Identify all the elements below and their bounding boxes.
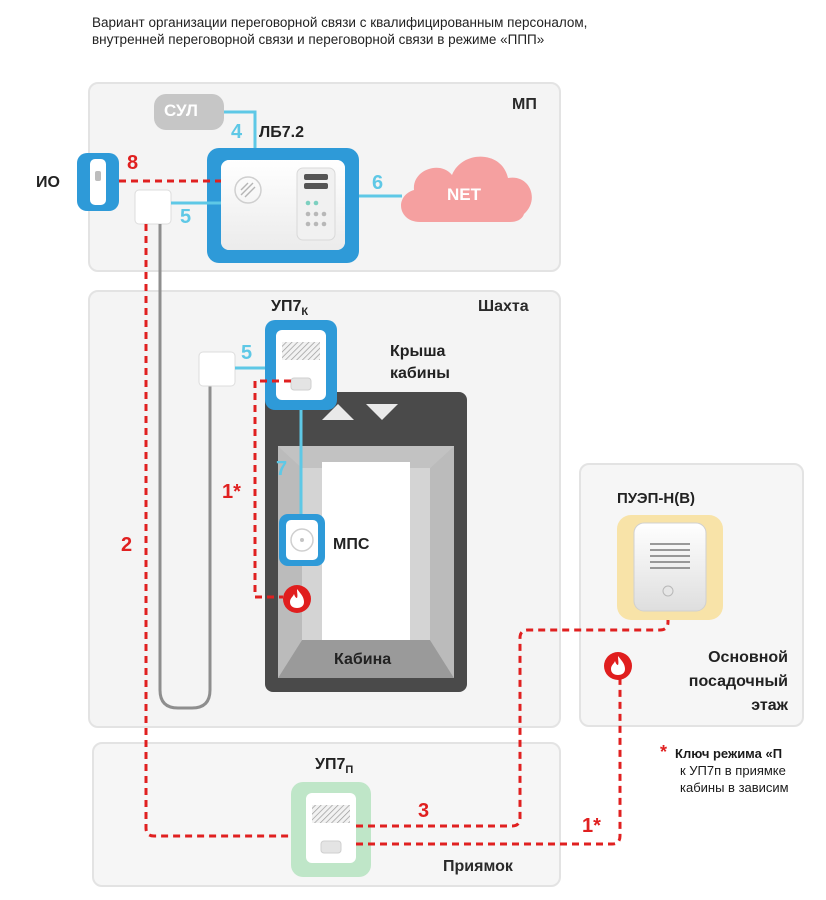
- main-floor-label: Основной посадочный этаж: [640, 646, 788, 718]
- puep-label: ПУЭП-Н(В): [617, 490, 696, 507]
- line-number-6: 6: [372, 172, 384, 194]
- cabin-roof-label: Крыша кабины: [390, 341, 450, 385]
- sul-block: [154, 94, 224, 130]
- up7p-label: УП7П: [315, 756, 353, 776]
- line-number-1star-shaft: 1*: [222, 481, 241, 503]
- footnote: * Ключ режима «П к УП7п в приямке кабины …: [660, 742, 789, 796]
- line-2: [144, 224, 316, 838]
- cabin-roof-label-line-2: кабины: [390, 365, 450, 382]
- fire-icon: [283, 585, 311, 613]
- lb72-unit: [207, 148, 359, 263]
- mps-unit: [279, 514, 325, 566]
- region-label-pit: Приямок: [443, 858, 513, 875]
- up7p-label-main: УП7: [315, 756, 346, 773]
- shaft-junction-box: [198, 351, 236, 387]
- footnote-star: *: [660, 742, 668, 762]
- line-number-5-mp: 5: [180, 206, 192, 228]
- travelling-cable: [158, 224, 212, 710]
- sul-label: СУЛ: [164, 101, 198, 120]
- diagram-caption: Вариант организации переговорной связи с…: [92, 14, 812, 48]
- up7k-unit: [265, 320, 337, 410]
- io-label: ИО: [36, 174, 60, 191]
- up7k-label-main: УП7: [271, 298, 302, 315]
- line-number-5-shaft: 5: [241, 342, 253, 364]
- up7k-label: УП7К: [271, 298, 308, 318]
- line-number-1star-pit: 1*: [582, 815, 601, 837]
- fire-icon: [604, 652, 632, 680]
- line-1star-pit: [356, 678, 622, 846]
- line-1star-shaft: [253, 379, 291, 599]
- mp-junction-box: [134, 189, 172, 225]
- footnote-title: Ключ режима «П: [675, 746, 783, 761]
- up7p-unit: [291, 782, 371, 877]
- footnote-line-2: к УП7п в приямке: [680, 763, 786, 778]
- caption-line-1: Вариант организации переговорной связи с…: [92, 15, 588, 30]
- mps-label: МПС: [333, 536, 370, 553]
- io-device: [77, 153, 119, 211]
- puep-unit: [617, 515, 723, 620]
- region-label-mp: МП: [512, 96, 537, 113]
- main-floor-label-line-2: посадочный: [688, 673, 788, 690]
- line-number-7: 7: [276, 458, 288, 480]
- line-4: [224, 110, 257, 158]
- main-floor-label-line-1: Основной: [708, 649, 788, 666]
- net-cloud: [401, 156, 532, 222]
- cabin-label: Кабина: [334, 651, 392, 668]
- line-3: [356, 598, 670, 828]
- line-number-2: 2: [121, 534, 133, 556]
- region-label-shaft: Шахта: [478, 298, 529, 315]
- line-number-8: 8: [127, 152, 139, 174]
- footnote-line-1: * Ключ режима «П: [660, 742, 789, 762]
- up7p-label-sub: П: [345, 764, 354, 777]
- cabin-roof-label-line-1: Крыша: [390, 343, 446, 360]
- line-number-4: 4: [231, 121, 243, 143]
- line-number-3: 3: [418, 800, 430, 822]
- net-label: NET: [447, 185, 481, 204]
- footnote-line-3: кабины в зависим: [680, 780, 789, 795]
- main-floor-label-line-3: этаж: [751, 697, 788, 714]
- up7k-label-sub: К: [301, 306, 309, 319]
- caption-line-2: внутренней переговорной связи и перегово…: [92, 32, 545, 47]
- lb72-label: ЛБ7.2: [259, 124, 304, 141]
